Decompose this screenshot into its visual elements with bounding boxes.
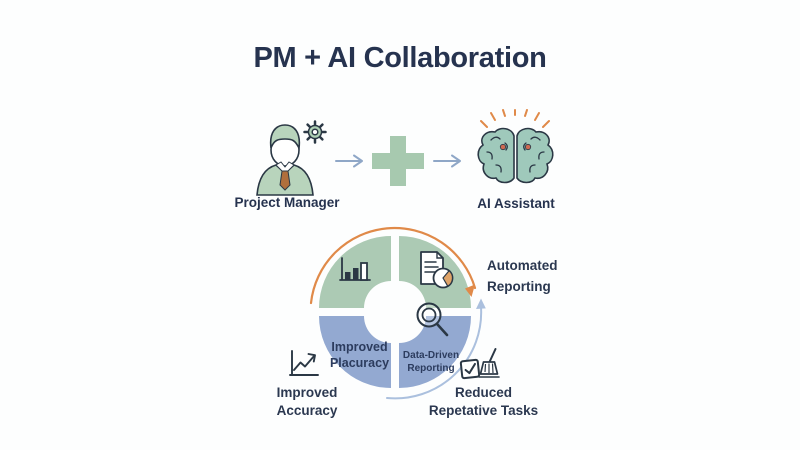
brain-icon bbox=[477, 109, 554, 184]
rays-icon bbox=[480, 109, 550, 128]
label-automated-reporting: Automated Reporting bbox=[487, 258, 558, 294]
left-hemisphere bbox=[477, 127, 515, 184]
ai-label: AI Assistant bbox=[477, 196, 555, 211]
hair bbox=[269, 124, 301, 151]
plus-icon bbox=[372, 136, 424, 186]
arc-arrowhead-down-icon bbox=[465, 284, 475, 297]
label-improved-accuracy: Improved Accuracy bbox=[276, 385, 338, 419]
bottom-cycle-arc bbox=[386, 298, 486, 400]
top-cycle-arc bbox=[309, 227, 477, 305]
person-gear-icon bbox=[256, 120, 327, 196]
line-chart-icon bbox=[289, 350, 319, 376]
quadrant-label-data-driven-reporting: Data-Driven Reporting bbox=[402, 350, 460, 374]
bar-chart-icon bbox=[339, 257, 371, 281]
arrow-right-icon bbox=[335, 154, 363, 168]
gear-icon bbox=[303, 120, 327, 144]
right-hemisphere bbox=[516, 127, 554, 184]
synapse-dot bbox=[499, 143, 507, 151]
arrow-right-icon bbox=[433, 154, 461, 168]
quadrant-bottom-right bbox=[399, 316, 471, 388]
synapse-dot bbox=[524, 143, 532, 151]
quadrant-label-improved-placuracy: Improved Placuracy bbox=[329, 340, 390, 370]
checkbox-icon bbox=[459, 358, 481, 380]
arc-arrowhead-up-icon bbox=[476, 298, 486, 309]
tie bbox=[279, 170, 291, 191]
page-title: PM + AI Collaboration bbox=[253, 42, 547, 74]
magnifier-icon bbox=[416, 302, 449, 337]
label-reduced-repetative-tasks: Reduced Repetative Tasks bbox=[428, 385, 539, 419]
pm-label: Project Manager bbox=[234, 195, 340, 210]
quadrant-bottom-left bbox=[319, 316, 391, 388]
report-pie-icon bbox=[420, 251, 454, 289]
broom-icon bbox=[478, 348, 500, 378]
